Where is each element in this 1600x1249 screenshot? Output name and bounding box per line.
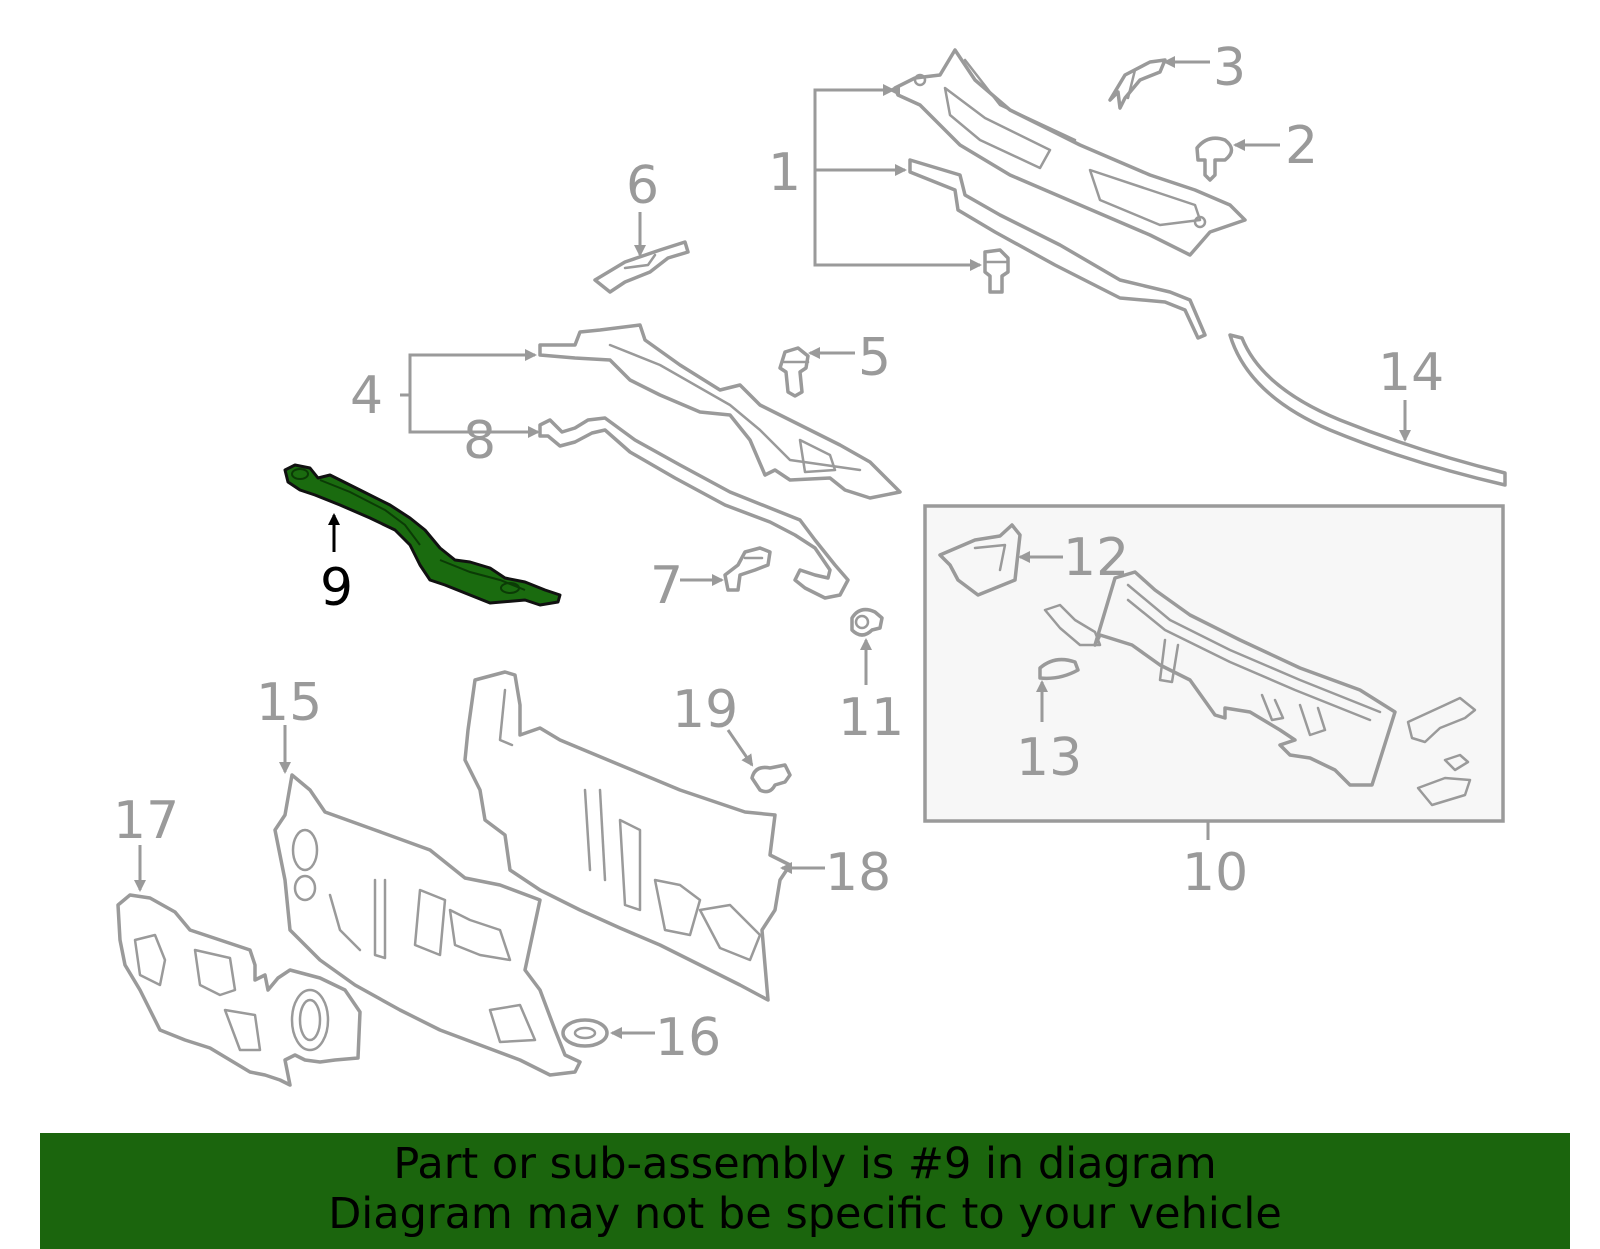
- callout-15: 15: [256, 673, 322, 733]
- part-1-cowl-top-panel: [893, 48, 1247, 257]
- callout-11: 11: [838, 688, 904, 748]
- part-19-clip: [750, 763, 792, 794]
- callout-16: 16: [655, 1008, 721, 1068]
- callout-6: 6: [626, 156, 659, 216]
- callout-2: 2: [1285, 116, 1318, 176]
- part-7-clip: [723, 546, 772, 592]
- part-9-highlighted: [283, 463, 562, 607]
- part-14-weatherstrip: [1228, 333, 1507, 487]
- callout-13: 13: [1016, 728, 1082, 788]
- part-13-seal: [1038, 657, 1080, 681]
- callout-12: 12: [1063, 528, 1129, 588]
- banner-line-2: Diagram may not be specific to your vehi…: [328, 1189, 1282, 1239]
- banner-line-1: Part or sub-assembly is #9 in diagram: [393, 1139, 1217, 1189]
- info-banner: Part or sub-assembly is #9 in diagram Di…: [40, 1133, 1570, 1249]
- part-4-cowl-panel: [538, 323, 902, 500]
- callout-5: 5: [858, 328, 891, 388]
- part-5-bolt: [778, 346, 810, 398]
- part-8-strip: [538, 416, 850, 600]
- part-19-lead-line: [726, 729, 754, 767]
- part-2-clip: [1195, 136, 1234, 182]
- part-1-bracket-line: [813, 84, 980, 267]
- part-11-clip: [850, 607, 884, 637]
- part-17-insulator: [116, 893, 362, 1087]
- callout-19: 19: [672, 680, 738, 740]
- callout-17: 17: [113, 791, 179, 851]
- part-10-cowl-assembly: [1043, 570, 1477, 807]
- part-1-cowl-lower-strip: [908, 158, 1207, 340]
- callout-8: 8: [463, 411, 496, 471]
- callout-14: 14: [1378, 343, 1444, 403]
- part-16-grommet: [561, 1018, 609, 1048]
- part-15-dash-panel: [273, 773, 582, 1077]
- callout-18: 18: [825, 843, 891, 903]
- callout-3: 3: [1213, 38, 1246, 98]
- callout-1: 1: [768, 143, 801, 203]
- callout-4: 4: [350, 366, 383, 426]
- callout-7: 7: [650, 556, 683, 616]
- part-10-subassembly-box: [923, 504, 1505, 823]
- part-1-bolt: [983, 248, 1010, 294]
- part-3-bracket: [1108, 58, 1167, 110]
- callout-9: 9: [320, 558, 353, 618]
- part-12-bracket: [938, 523, 1022, 597]
- part-18-outer-panel: [463, 670, 792, 1002]
- callout-10: 10: [1182, 843, 1248, 903]
